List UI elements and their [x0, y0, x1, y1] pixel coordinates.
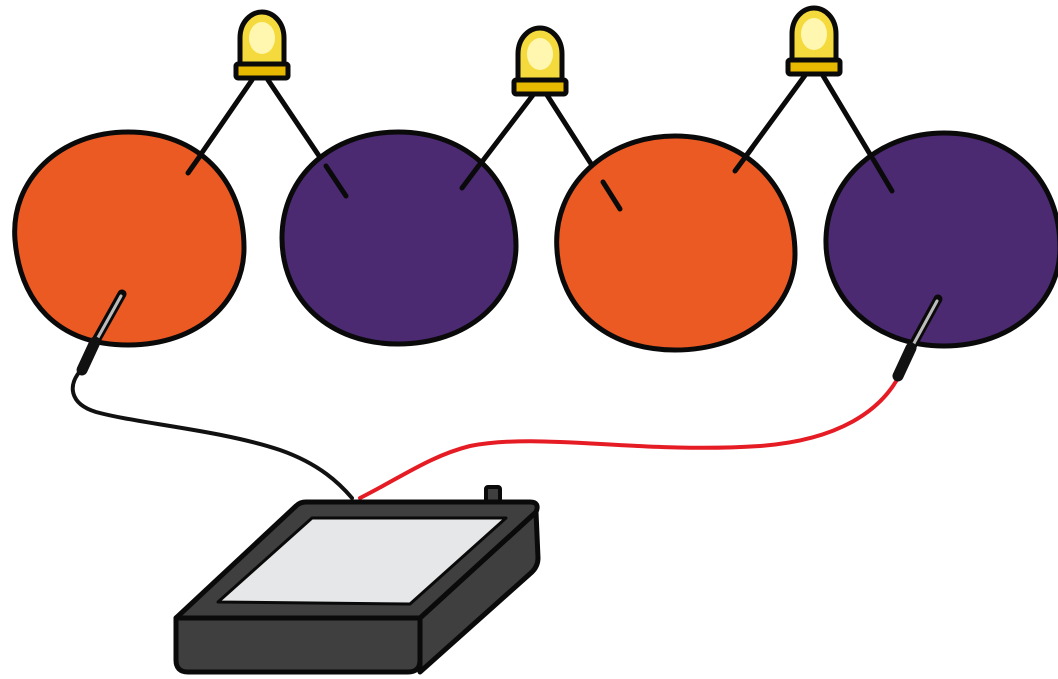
led-3-base [785, 57, 843, 77]
led-3-left-tip [732, 145, 755, 174]
dough-ball-1 [12, 129, 247, 348]
probe-negative [76, 289, 127, 376]
battery-lid [216, 516, 508, 606]
battery-pack [173, 485, 541, 675]
led-2-base [511, 77, 569, 97]
battery-front-face [173, 615, 423, 675]
led-2-glow [527, 38, 553, 70]
dough-balls [12, 129, 1058, 353]
led-1-base [233, 61, 291, 81]
probe-negative-plug [76, 336, 101, 376]
led-3-glow [801, 18, 827, 50]
led-2 [511, 25, 569, 97]
dough-ball-3 [554, 133, 798, 353]
led-1 [233, 9, 291, 81]
wire-negative [70, 366, 354, 500]
wire-positive [358, 376, 900, 500]
led-2-left-tip [459, 161, 483, 191]
led-1-right-tip [323, 163, 349, 199]
probe-positive-pin-highlight [910, 299, 939, 349]
led-1-glow [249, 22, 275, 54]
probe-negative-pin-highlight [94, 294, 123, 343]
led-3-right-tip [870, 156, 895, 194]
dough-ball-4 [823, 130, 1058, 349]
led-1-left-tip [185, 153, 203, 176]
probe-positive [892, 294, 943, 382]
battery-side-face [417, 509, 541, 675]
led-2-right-tip [600, 179, 623, 212]
led-leg-tips [185, 145, 895, 212]
probe-positive-plug [892, 342, 917, 382]
led-3 [785, 5, 843, 77]
